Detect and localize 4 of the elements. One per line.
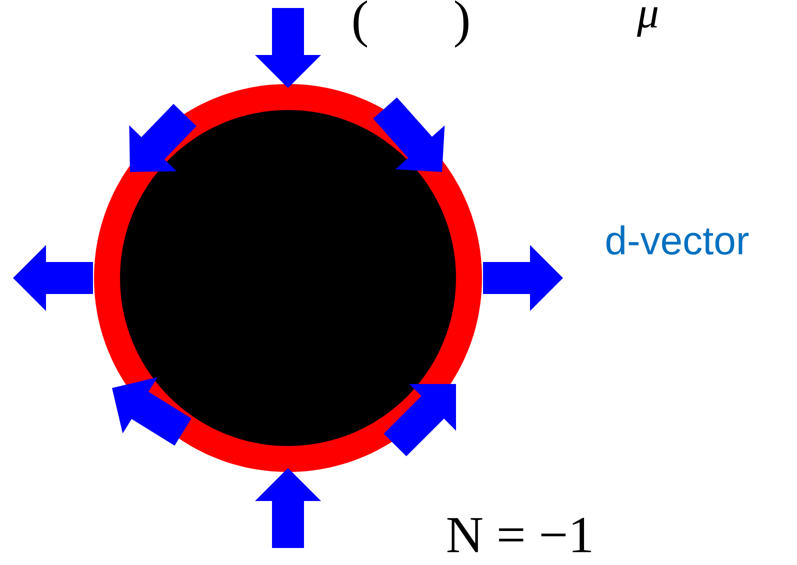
- ring-circle: [94, 84, 482, 472]
- label-text: d-vector: [606, 225, 749, 255]
- label-text: μ: [636, 7, 658, 37]
- label-text: N = −1: [447, 518, 591, 552]
